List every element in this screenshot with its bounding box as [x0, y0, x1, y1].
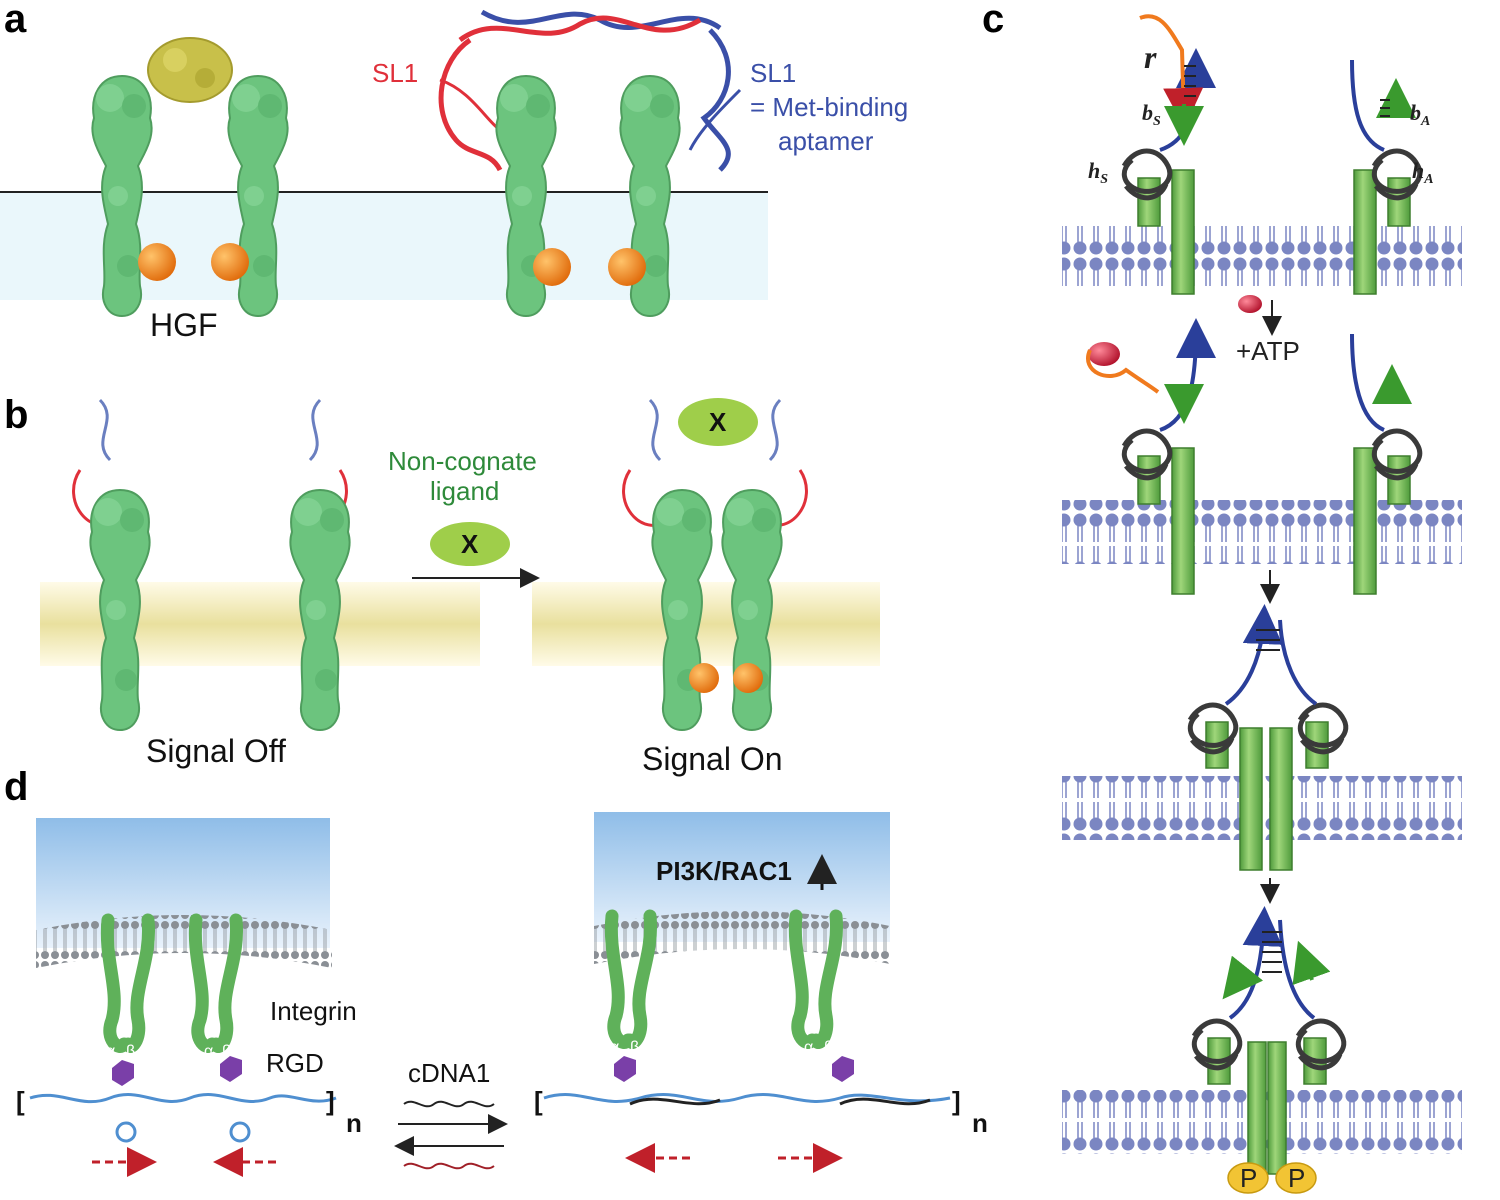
panel-c: r bS hS bA hA +ATP	[1062, 14, 1462, 1194]
rgd-right-1	[614, 1056, 636, 1082]
membrane-1	[1062, 226, 1462, 290]
label-integrin: Integrin	[270, 996, 357, 1026]
label-met-binding: = Met-binding	[750, 92, 908, 122]
aptamer-receptor-dimer	[622, 398, 808, 731]
label-noncognate: Non-cognate	[388, 446, 537, 476]
dna-left	[29, 1093, 337, 1104]
label-pi3k-rac1: PI3K/RAC1	[656, 856, 792, 886]
ligand-x-bound	[678, 398, 758, 446]
bracket-close-left: ]	[326, 1086, 335, 1116]
panel-label-c: c	[982, 0, 1004, 41]
panel-label-b: b	[4, 393, 28, 437]
bracket-open-left: [	[16, 1086, 25, 1116]
svg-text:β: β	[824, 1039, 833, 1056]
label-sl1-red: SL1	[372, 58, 418, 88]
phospho-ball	[733, 663, 763, 693]
hairpin-left-1	[115, 1121, 137, 1143]
aptamer-receptor-left	[72, 398, 151, 731]
repeat-n-left: n	[346, 1108, 362, 1138]
caption-signal-off: Signal Off	[146, 733, 286, 769]
hairpin-left-2	[229, 1121, 251, 1143]
phospho-p-right	[1275, 1162, 1317, 1194]
label-aptamer: aptamer	[778, 126, 874, 156]
membrane-right	[594, 911, 890, 964]
label-r: r	[1144, 39, 1157, 75]
phospho-ball	[608, 248, 646, 286]
label-p-left: P	[1240, 1163, 1257, 1193]
panel-label-d: d	[4, 765, 28, 809]
rgd-left-1	[112, 1060, 134, 1086]
integrin-right-1: α β	[604, 909, 658, 1056]
label-p-right: P	[1288, 1163, 1305, 1193]
panel-b: Signal Off Non-cognate ligand X X Signal…	[40, 398, 880, 777]
label-cdna1: cDNA1	[408, 1058, 490, 1088]
aptamer-receptor-right	[289, 398, 351, 731]
panel-a: HGF SL1 SL1 = Met-binding aptamer	[0, 9, 908, 343]
ligand-x-bound-label: X	[709, 407, 727, 437]
integrin-left-1: α β	[100, 913, 156, 1060]
svg-text:α: α	[204, 1043, 213, 1060]
phospho-ball	[689, 663, 719, 693]
membrane-2	[1062, 500, 1462, 564]
stage-4	[1194, 906, 1344, 1175]
label-ba: bA	[1410, 100, 1430, 129]
dna-right	[543, 1093, 951, 1103]
cdna-strand-red	[403, 1162, 495, 1170]
rgd-right-2	[832, 1056, 854, 1082]
panel-d: α β α β [ ] n Integrin RGD cDNA1 α	[16, 812, 988, 1177]
label-ha: hA	[1412, 158, 1434, 187]
label-sl1-blue: SL1	[750, 58, 796, 88]
svg-text:β: β	[630, 1039, 639, 1056]
stage-1	[1124, 14, 1420, 295]
phospho-ball	[533, 248, 571, 286]
bracket-close-right: ]	[952, 1086, 961, 1116]
label-ligand: ligand	[430, 476, 499, 506]
caption-hgf: HGF	[150, 307, 218, 343]
panel-label-a: a	[4, 0, 27, 41]
repeat-n-right: n	[972, 1108, 988, 1138]
ligand-x	[430, 522, 510, 566]
ligand-x-label: X	[461, 529, 479, 559]
phospho-p-left	[1227, 1162, 1269, 1194]
membrane-left	[36, 915, 332, 968]
cdna-strand-black	[403, 1100, 495, 1108]
svg-text:α: α	[804, 1039, 813, 1056]
svg-text:β: β	[222, 1043, 231, 1060]
svg-text:α: α	[106, 1043, 115, 1060]
svg-text:α: α	[610, 1039, 619, 1056]
rgd-left-2	[220, 1056, 242, 1082]
stage-2	[1086, 318, 1420, 595]
phospho-ball	[211, 243, 249, 281]
phospho-ball	[138, 243, 176, 281]
integrin-right-2: α β	[788, 909, 844, 1056]
hgf-ligand	[147, 37, 233, 103]
svg-text:β: β	[126, 1043, 135, 1060]
atp-molecule	[1238, 295, 1262, 313]
label-atp: +ATP	[1236, 336, 1300, 366]
cdna-bound-right	[629, 1097, 931, 1106]
label-bs: bS	[1142, 100, 1161, 129]
aptamer-dimer	[438, 9, 742, 172]
label-hs: hS	[1088, 158, 1108, 187]
label-rgd: RGD	[266, 1048, 324, 1078]
caption-signal-on: Signal On	[642, 741, 783, 777]
bracket-open-right: [	[534, 1086, 543, 1116]
membrane-right	[532, 582, 880, 666]
integrin-left-2: α β	[188, 913, 244, 1060]
stage-3	[1190, 604, 1346, 871]
